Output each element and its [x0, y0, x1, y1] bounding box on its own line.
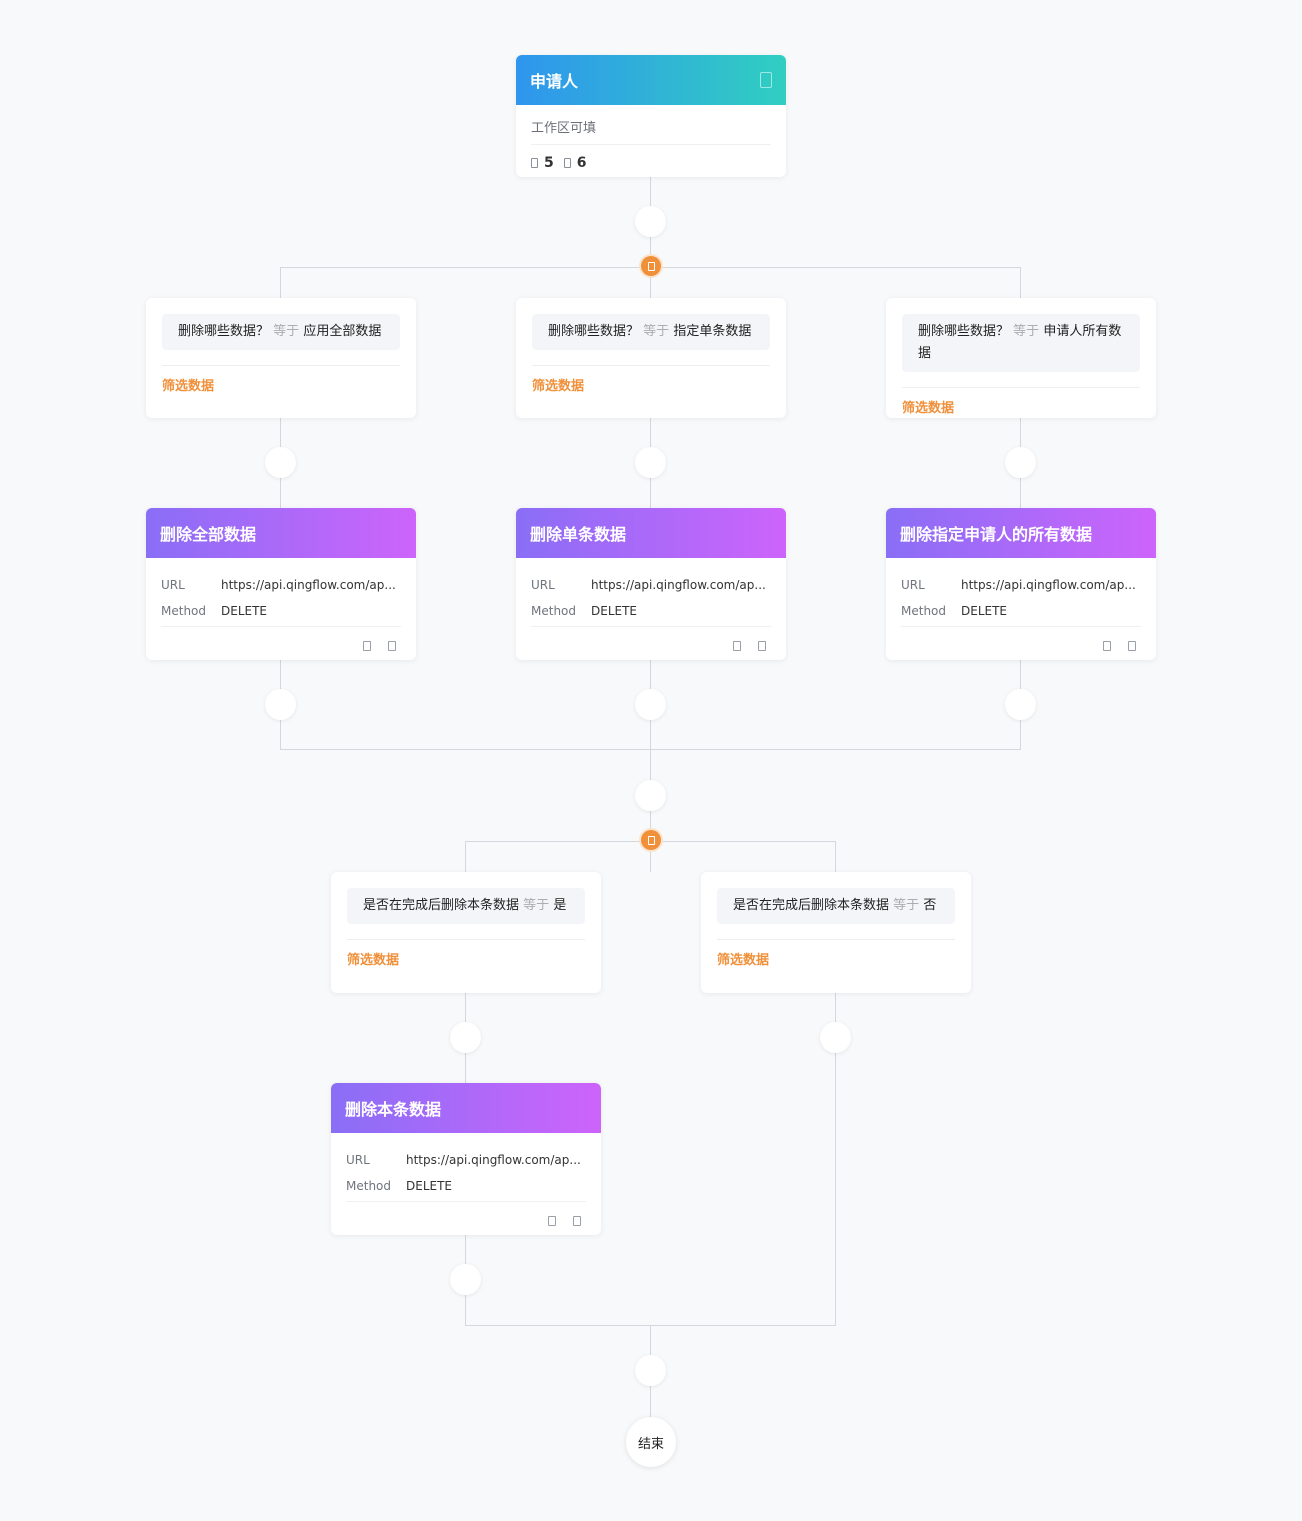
- method-value: DELETE: [406, 1179, 453, 1193]
- add-node-button[interactable]: [1005, 689, 1036, 720]
- url-value: https://api.qingflow.com/ap...: [221, 578, 396, 592]
- add-node-button[interactable]: [635, 1355, 666, 1386]
- add-branch-button[interactable]: [641, 830, 661, 850]
- start-node-title: 申请人: [530, 72, 579, 91]
- method-label: Method: [346, 1179, 392, 1193]
- condition-value: 否: [923, 898, 937, 913]
- filter-data-link[interactable]: 筛选数据: [717, 939, 955, 968]
- filter-data-link[interactable]: 筛选数据: [902, 387, 1140, 416]
- add-node-button[interactable]: [635, 206, 666, 237]
- condition-node[interactable]: 删除哪些数据？ 等于 申请人所有数据 筛选数据: [886, 298, 1156, 418]
- url-value: https://api.qingflow.com/ap...: [406, 1153, 581, 1167]
- method-value: DELETE: [591, 604, 638, 618]
- url-value: https://api.qingflow.com/ap...: [591, 578, 766, 592]
- start-node-counts: 5 6: [531, 145, 771, 171]
- condition-field: 删除哪些数据？: [918, 324, 1010, 339]
- url-label: URL: [161, 578, 185, 592]
- action-node[interactable]: 删除全部数据 URL https://api.qingflow.com/ap...…: [146, 508, 416, 660]
- add-node-button[interactable]: [1005, 447, 1036, 478]
- branch-icon: [647, 835, 655, 845]
- condition-field: 是否在完成后删除本条数据: [363, 898, 520, 913]
- action-title: 删除指定申请人的所有数据: [900, 525, 1093, 544]
- condition-operator: 等于: [893, 898, 920, 913]
- url-label: URL: [531, 578, 555, 592]
- copy-icon[interactable]: [363, 640, 371, 651]
- branch-icon: [647, 261, 655, 271]
- condition-value: 应用全部数据: [303, 324, 382, 339]
- copy-icon[interactable]: [1103, 640, 1111, 651]
- add-node-button[interactable]: [265, 689, 296, 720]
- url-label: URL: [346, 1153, 370, 1167]
- add-node-button[interactable]: [450, 1022, 481, 1053]
- method-label: Method: [161, 604, 207, 618]
- add-node-button[interactable]: [450, 1264, 481, 1295]
- start-node-subtitle: 工作区可填: [531, 117, 771, 145]
- add-node-button[interactable]: [265, 447, 296, 478]
- condition-field: 是否在完成后删除本条数据: [733, 898, 890, 913]
- condition-node[interactable]: 是否在完成后删除本条数据 等于 是 筛选数据: [331, 872, 601, 993]
- delete-icon[interactable]: [573, 1215, 581, 1226]
- url-value: https://api.qingflow.com/ap...: [961, 578, 1136, 592]
- add-branch-button[interactable]: [641, 256, 661, 276]
- condition-value: 是: [553, 898, 567, 913]
- condition-value: 申请人所有数据: [918, 324, 1122, 361]
- condition-field: 删除哪些数据？: [548, 324, 640, 339]
- delete-icon[interactable]: [758, 640, 766, 651]
- condition-field: 删除哪些数据？: [178, 324, 270, 339]
- action-title: 删除全部数据: [160, 525, 257, 544]
- count-b: 6: [576, 155, 587, 171]
- add-node-button[interactable]: [820, 1022, 851, 1053]
- copy-icon[interactable]: [733, 640, 741, 651]
- condition-node[interactable]: 删除哪些数据？ 等于 指定单条数据 筛选数据: [516, 298, 786, 418]
- copy-icon[interactable]: [548, 1215, 556, 1226]
- field-icon: [531, 158, 538, 168]
- add-node-button[interactable]: [635, 447, 666, 478]
- condition-text: 删除哪些数据？ 等于 指定单条数据: [532, 314, 770, 350]
- url-label: URL: [901, 578, 925, 592]
- method-label: Method: [531, 604, 577, 618]
- start-node-header: 申请人: [516, 55, 786, 105]
- end-node: 结束: [626, 1417, 676, 1467]
- add-node-button[interactable]: [635, 689, 666, 720]
- edit-icon[interactable]: [760, 72, 772, 88]
- method-label: Method: [901, 604, 947, 618]
- condition-text: 是否在完成后删除本条数据 等于 否: [717, 888, 955, 924]
- delete-icon[interactable]: [1128, 640, 1136, 651]
- condition-node[interactable]: 删除哪些数据？ 等于 应用全部数据 筛选数据: [146, 298, 416, 418]
- condition-value: 指定单条数据: [673, 324, 752, 339]
- add-node-button[interactable]: [635, 780, 666, 811]
- condition-text: 是否在完成后删除本条数据 等于 是: [347, 888, 585, 924]
- condition-node[interactable]: 是否在完成后删除本条数据 等于 否 筛选数据: [701, 872, 971, 993]
- action-node[interactable]: 删除指定申请人的所有数据 URL https://api.qingflow.com…: [886, 508, 1156, 660]
- action-title: 删除本条数据: [345, 1100, 442, 1119]
- condition-operator: 等于: [273, 324, 300, 339]
- method-value: DELETE: [961, 604, 1008, 618]
- count-a: 5: [544, 155, 554, 171]
- condition-operator: 等于: [523, 898, 550, 913]
- field-icon: [563, 158, 571, 168]
- condition-text: 删除哪些数据？ 等于 申请人所有数据: [902, 314, 1140, 372]
- condition-operator: 等于: [643, 324, 670, 339]
- filter-data-link[interactable]: 筛选数据: [532, 365, 770, 394]
- filter-data-link[interactable]: 筛选数据: [347, 939, 585, 968]
- action-title: 删除单条数据: [530, 525, 627, 544]
- delete-icon[interactable]: [388, 640, 396, 651]
- action-node[interactable]: 删除本条数据 URL https://api.qingflow.com/ap...…: [331, 1083, 601, 1235]
- method-value: DELETE: [221, 604, 268, 618]
- filter-data-link[interactable]: 筛选数据: [162, 365, 400, 394]
- action-node[interactable]: 删除单条数据 URL https://api.qingflow.com/ap...…: [516, 508, 786, 660]
- condition-operator: 等于: [1013, 324, 1040, 339]
- start-node[interactable]: 申请人 工作区可填 5 6: [516, 55, 786, 177]
- end-label: 结束: [637, 1436, 664, 1452]
- condition-text: 删除哪些数据？ 等于 应用全部数据: [162, 314, 400, 350]
